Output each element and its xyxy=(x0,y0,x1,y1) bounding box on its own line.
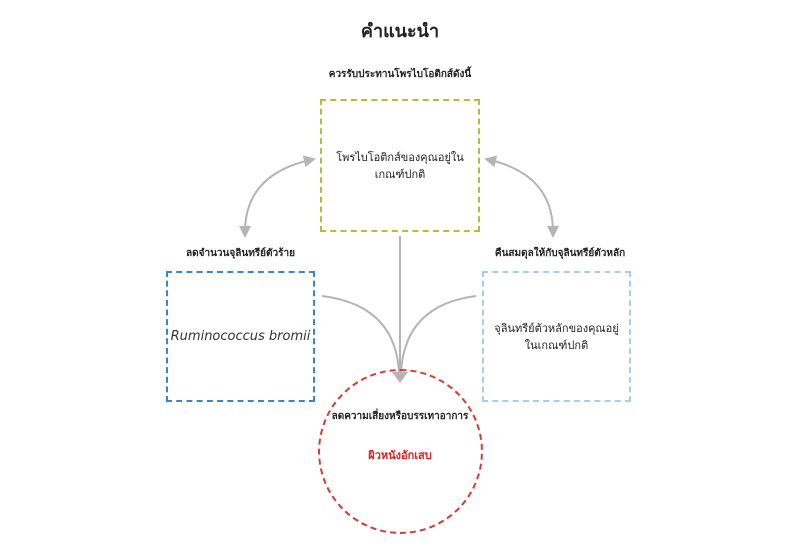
left-box-text: Ruminococcus bromii xyxy=(170,329,311,344)
left-box-label: ลดจำนวนจุลินทรีย์ตัวร้าย xyxy=(186,248,295,259)
circle-text: ผิวหนังอักเสบ xyxy=(368,449,432,462)
arrow-top-left xyxy=(239,155,316,238)
arrow-left-circle xyxy=(321,295,400,373)
arrow-right-circle xyxy=(400,295,477,373)
right-box-text: จุลินทรีย์ตัวหลักของคุณอยู่ ในเกณฑ์ปกติ xyxy=(494,321,619,352)
page-title: คำแนะนำ xyxy=(360,21,440,42)
top-box-label: ควรรับประทานโพรไบโอติกส์ดังนี้ xyxy=(328,69,472,80)
arrow-top-right xyxy=(484,155,559,238)
circle-label: ลดความเสี่ยงหรือบรรเทาอาการ xyxy=(331,411,469,422)
result-circle xyxy=(318,369,483,534)
top-box-text: โพรไบโอติกส์ของคุณอยู่ใน เกณฑ์ปกติ xyxy=(336,150,464,181)
right-box: จุลินทรีย์ตัวหลักของคุณอยู่ ในเกณฑ์ปกติ xyxy=(482,271,631,402)
right-box-label: คืนสมดุลให้กับจุลินทรีย์ตัวหลัก xyxy=(494,248,626,259)
left-box: Ruminococcus bromii xyxy=(166,271,315,402)
top-box: โพรไบโอติกส์ของคุณอยู่ใน เกณฑ์ปกติ xyxy=(320,99,480,232)
